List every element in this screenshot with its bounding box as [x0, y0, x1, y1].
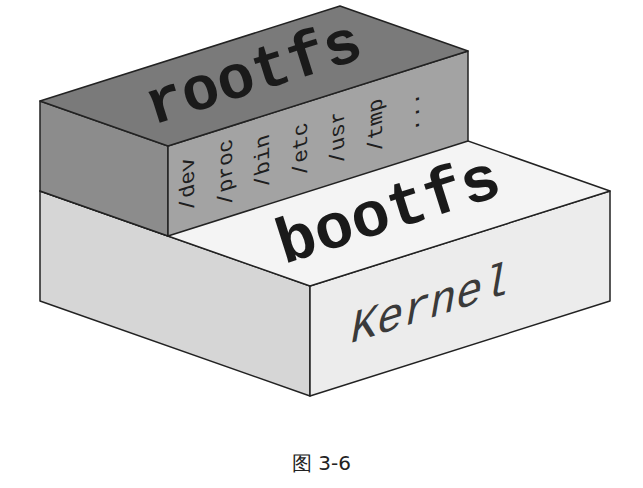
- directory-label: /tmp: [366, 95, 387, 154]
- directory-label: /proc: [216, 136, 237, 209]
- figure-caption: 图 3-6: [0, 450, 643, 477]
- directory-label: /dev: [179, 155, 200, 214]
- directory-label: /etc: [291, 119, 312, 178]
- rootfs-block: rootfs/dev/proc/bin/etc/usr/tmp...: [38, 6, 472, 242]
- directory-label: /bin: [254, 131, 275, 190]
- directory-label: /usr: [329, 107, 350, 166]
- block-top-face: [40, 96, 610, 286]
- block-top-face: [40, 6, 468, 146]
- directory-label: ...: [404, 90, 425, 136]
